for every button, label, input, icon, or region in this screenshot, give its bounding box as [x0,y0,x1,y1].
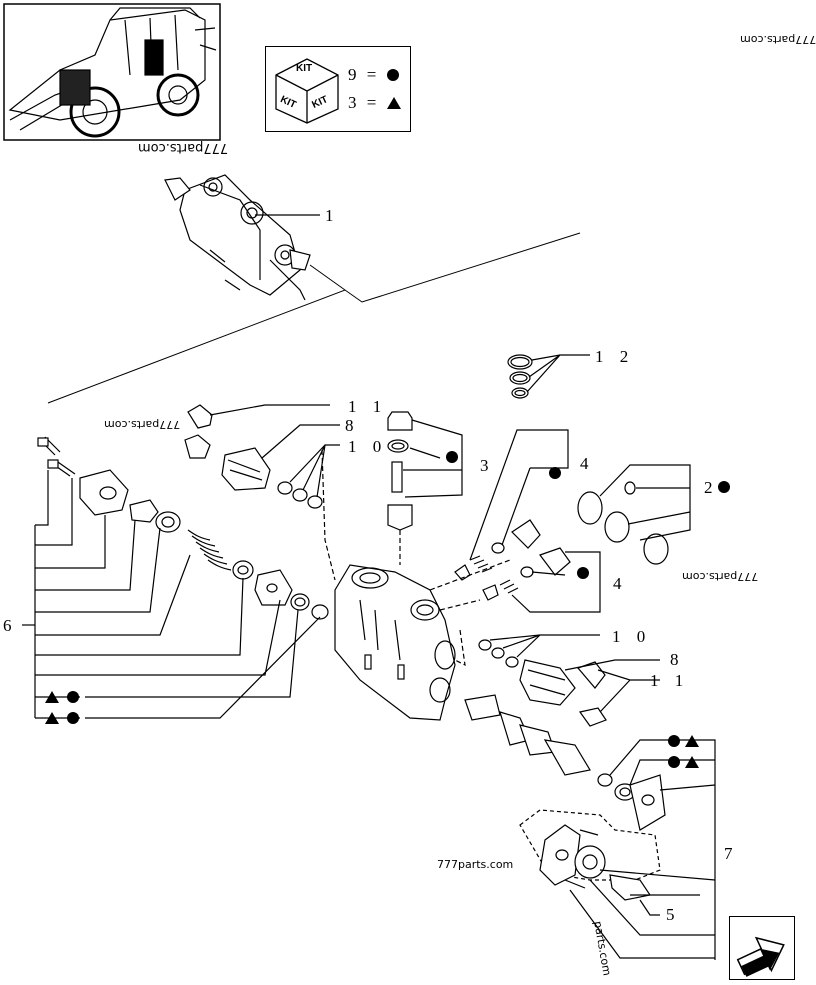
kit-circle-marker-6b [67,712,79,724]
kit-row-circle: 9 = [348,65,399,85]
callout-4-top: 4 [580,454,595,473]
callout-12: 1 2 [595,347,635,366]
callout-4-mid: 4 [613,574,628,593]
item-4-parts [454,429,601,613]
kit-cube-top-label: KIT [296,63,313,74]
watermark-6: 777parts.com [437,858,514,871]
kit-row-circle-equals: = [366,65,380,84]
kit-circle-marker-4-mid [577,567,589,579]
kit-row-circle-number: 9 [348,65,360,84]
right-side-parts [464,634,716,960]
kit-row-triangle: 3 = [348,93,401,113]
kit-circle-marker-7a [668,735,680,747]
control-valve-assembly [164,174,311,301]
watermark-1: 777parts.com [138,140,229,155]
kit-circle-marker-4-top [549,467,561,479]
upper-left-parts [184,404,340,509]
callout-11-mid: 1 1 [650,671,690,690]
kit-row-triangle-equals: = [366,93,380,112]
kit-circle-marker-2 [718,481,730,493]
left-spool-parts [37,436,329,620]
kit-circle-marker-6a [67,691,79,703]
watermark-4: 777parts.com [740,33,816,46]
kit-cube-icon [275,58,339,124]
item-3-parts [387,411,463,531]
callout-2: 2 [704,478,719,497]
callout-6: 6 [3,616,18,635]
callout-8-top: 8 [345,416,360,435]
callout-8-mid: 8 [670,650,685,669]
callout-10-top: 1 0 [348,437,388,456]
kit-triangle-marker-6b [45,712,59,724]
callout-5: 5 [666,905,681,924]
valve-body [334,564,456,721]
callout-7: 7 [724,844,739,863]
callout-1: 1 [325,206,340,225]
kit-triangle-marker-7a [685,735,699,747]
kit-triangle-marker-7b [685,756,699,768]
watermark-3: 777parts.com [682,570,759,583]
callout-11-top: 1 1 [348,397,388,416]
o-rings-12 [507,354,590,399]
kit-circle-marker-7b [668,756,680,768]
next-page-button[interactable] [729,916,795,980]
watermark-2: 777parts.com [104,418,181,431]
triangle-symbol-icon [386,97,401,109]
o-rings-2 [577,464,691,565]
callout-3: 3 [480,456,495,475]
kit-circle-marker-3 [446,451,458,463]
callout-10-mid: 1 0 [612,627,652,646]
machine-thumbnail [3,3,221,141]
kit-legend: KIT KIT KIT 9 = 3 = [265,46,411,132]
next-page-arrow-icon [736,936,785,977]
bottom-cap-parts [519,809,716,959]
circle-symbol-icon [386,69,399,81]
kit-row-triangle-number: 3 [348,93,360,112]
kit-triangle-marker-6a [45,691,59,703]
